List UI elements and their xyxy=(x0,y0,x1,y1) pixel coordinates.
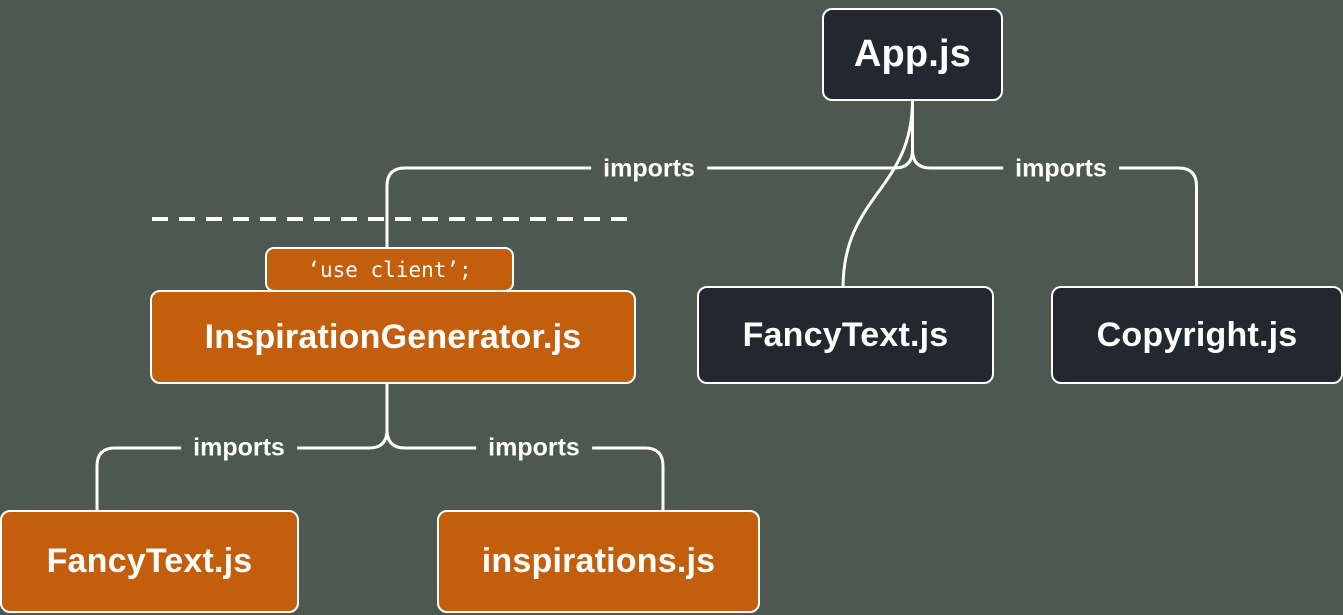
node-inspirations-js-label: inspirations.js xyxy=(481,542,716,580)
edge-label-imports-fancy-text: imports xyxy=(181,431,297,465)
node-inspiration-generator-js: InspirationGenerator.js xyxy=(150,290,636,384)
node-app-js: App.js xyxy=(822,8,1003,101)
node-fancy-text-js-server-label: FancyText.js xyxy=(742,315,949,354)
edge-app-to-copyright xyxy=(911,100,1198,288)
node-fancy-text-js-client-label: FancyText.js xyxy=(46,542,253,580)
node-copyright-js: Copyright.js xyxy=(1051,286,1343,384)
node-fancy-text-js-server: FancyText.js xyxy=(697,286,994,384)
node-inspirations-js: inspirations.js xyxy=(437,510,760,613)
edge-label-imports-copyright: imports xyxy=(1003,152,1119,186)
edge-label-imports-inspirations: imports xyxy=(476,431,592,465)
node-copyright-js-label: Copyright.js xyxy=(1096,315,1298,354)
use-client-directive-badge: ‘use client’; xyxy=(265,247,514,292)
node-app-js-label: App.js xyxy=(853,33,972,75)
edge-label-imports-inspiration-generator: imports xyxy=(591,152,707,186)
use-client-directive-text: ‘use client’; xyxy=(307,257,472,282)
node-inspiration-generator-js-label: InspirationGenerator.js xyxy=(204,317,582,356)
edge-app-to-fancy-text xyxy=(841,99,914,289)
node-fancy-text-js-client: FancyText.js xyxy=(0,510,299,613)
